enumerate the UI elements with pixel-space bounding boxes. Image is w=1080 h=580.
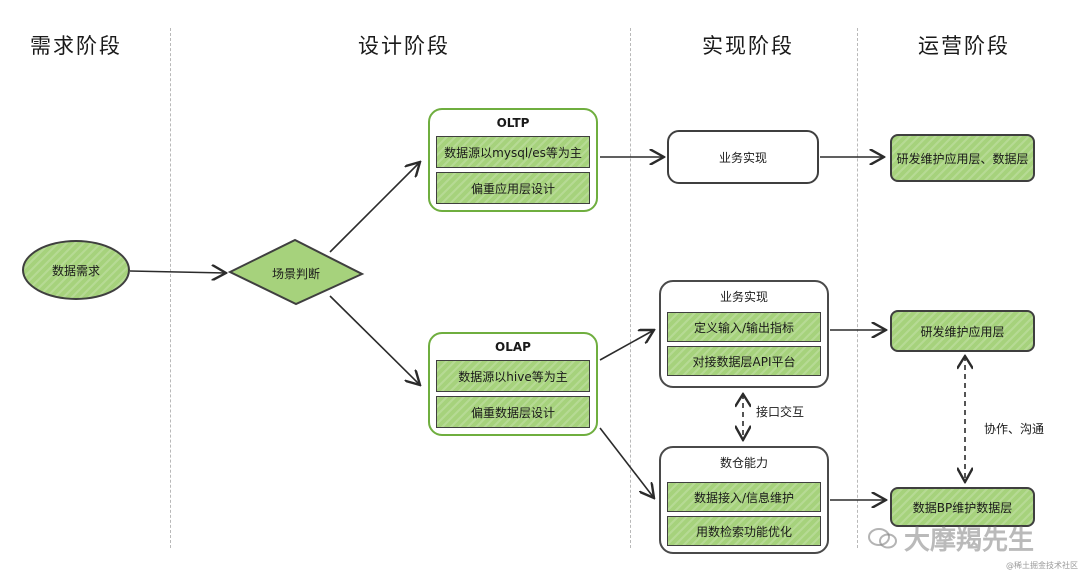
biz-impl-label: 业务实现 xyxy=(718,150,767,165)
arrow-olap-to-dw xyxy=(599,427,654,498)
ops-app-data-node: 研发维护应用层、数据层 xyxy=(890,134,1035,182)
phase-title-design: 设计阶段 xyxy=(358,34,450,58)
chat-bubbles-icon xyxy=(868,527,898,551)
biz-impl-node: 业务实现 xyxy=(667,130,819,184)
oltp-item-datasource: 数据源以mysql/es等为主 xyxy=(436,136,590,168)
oltp-group: OLTP 数据源以mysql/es等为主 偏重应用层设计 xyxy=(428,108,598,212)
watermark: 大摩羯先生 xyxy=(868,520,1034,557)
oltp-title: OLTP xyxy=(496,116,530,130)
phase-title-requirement: 需求阶段 xyxy=(30,34,122,58)
arrow-olap-to-biz xyxy=(599,330,654,361)
interface-exchange-label: 接口交互 xyxy=(756,405,805,419)
arrow-judgment-to-oltp xyxy=(329,162,420,253)
phase-divider xyxy=(170,28,171,548)
biz-impl-group: 业务实现 定义输入/输出指标 对接数据层API平台 xyxy=(659,280,829,388)
dw-capability-item-ingest: 数据接入/信息维护 xyxy=(667,482,821,512)
phase-title-implementation: 实现阶段 xyxy=(702,34,794,58)
watermark-text: 大摩羯先生 xyxy=(904,526,1035,556)
scenario-judgment-label: 场景判断 xyxy=(271,266,320,281)
data-requirement-node: 数据需求 xyxy=(22,240,130,300)
ops-bp-label: 数据BP维护数据层 xyxy=(912,500,1013,515)
arrow-judgment-to-olap xyxy=(329,295,420,385)
biz-impl-item-api: 对接数据层API平台 xyxy=(667,346,821,376)
biz-impl-group-title: 业务实现 xyxy=(719,290,768,304)
olap-group: OLAP 数据源以hive等为主 偏重数据层设计 xyxy=(428,332,598,436)
olap-item-design: 偏重数据层设计 xyxy=(436,396,590,428)
arrow-requirement-to-judgment xyxy=(129,271,226,273)
dw-capability-group: 数仓能力 数据接入/信息维护 用数检索功能优化 xyxy=(659,446,829,554)
scenario-judgment-diamond xyxy=(227,238,365,306)
dw-capability-title: 数仓能力 xyxy=(719,456,768,470)
ops-bp-node: 数据BP维护数据层 xyxy=(890,487,1035,527)
ops-app-node: 研发维护应用层 xyxy=(890,310,1035,352)
oltp-item-design: 偏重应用层设计 xyxy=(436,172,590,204)
watermark-small-text: @稀土掘金技术社区 xyxy=(1006,561,1078,570)
data-requirement-label: 数据需求 xyxy=(51,263,100,278)
ops-app-label: 研发维护应用层 xyxy=(920,324,1005,339)
ops-app-data-label: 研发维护应用层、数据层 xyxy=(896,151,1029,166)
olap-title: OLAP xyxy=(495,340,531,354)
olap-item-datasource: 数据源以hive等为主 xyxy=(436,360,590,392)
dw-capability-item-search: 用数检索功能优化 xyxy=(667,516,821,546)
phase-divider xyxy=(857,28,858,548)
collaboration-label: 协作、沟通 xyxy=(984,422,1045,436)
phase-divider xyxy=(630,28,631,548)
phase-title-operation: 运营阶段 xyxy=(918,34,1010,58)
biz-impl-item-metrics: 定义输入/输出指标 xyxy=(667,312,821,342)
